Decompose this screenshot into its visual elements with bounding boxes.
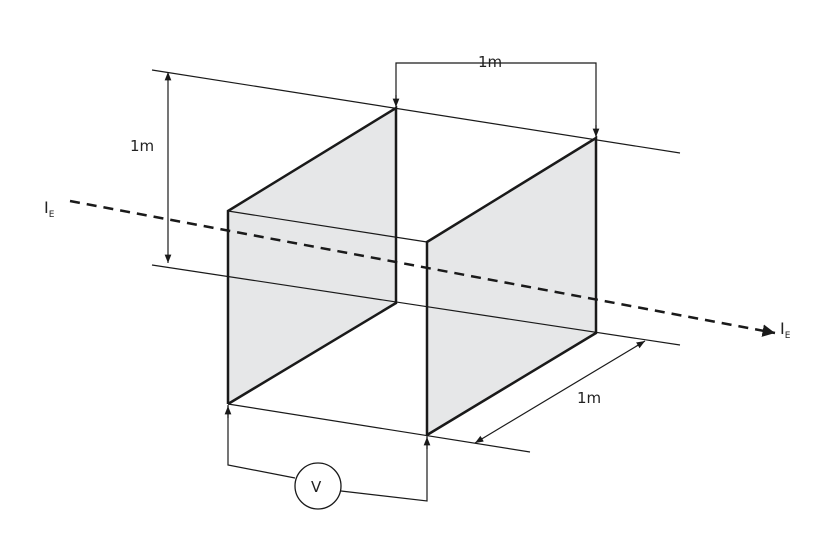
left-plate <box>228 108 396 404</box>
top-extension-line <box>151 69 681 154</box>
voltmeter-wire-left <box>227 405 296 479</box>
depth-label: 1m <box>577 389 601 407</box>
voltmeter-wire-right <box>340 436 428 502</box>
bottom-extension-line <box>227 403 531 453</box>
edge-line <box>227 210 428 243</box>
current-path-dashed <box>69 199 776 337</box>
width-dimension-bracket <box>395 62 597 136</box>
height-label: 1m <box>130 137 154 155</box>
current-symbol: I <box>44 198 49 217</box>
current-label-left: IE <box>44 198 55 220</box>
mid-extension-line <box>151 264 681 346</box>
right-plate <box>427 138 596 435</box>
current-subscript: E <box>49 210 55 220</box>
current-label-right: IE <box>780 319 791 341</box>
voltmeter-icon <box>294 462 342 510</box>
depth-dimension-arrow <box>474 340 646 444</box>
voltmeter-label: V <box>311 478 322 496</box>
current-subscript: E <box>785 331 791 341</box>
current-symbol: I <box>780 319 785 338</box>
width-label: 1m <box>478 53 502 71</box>
